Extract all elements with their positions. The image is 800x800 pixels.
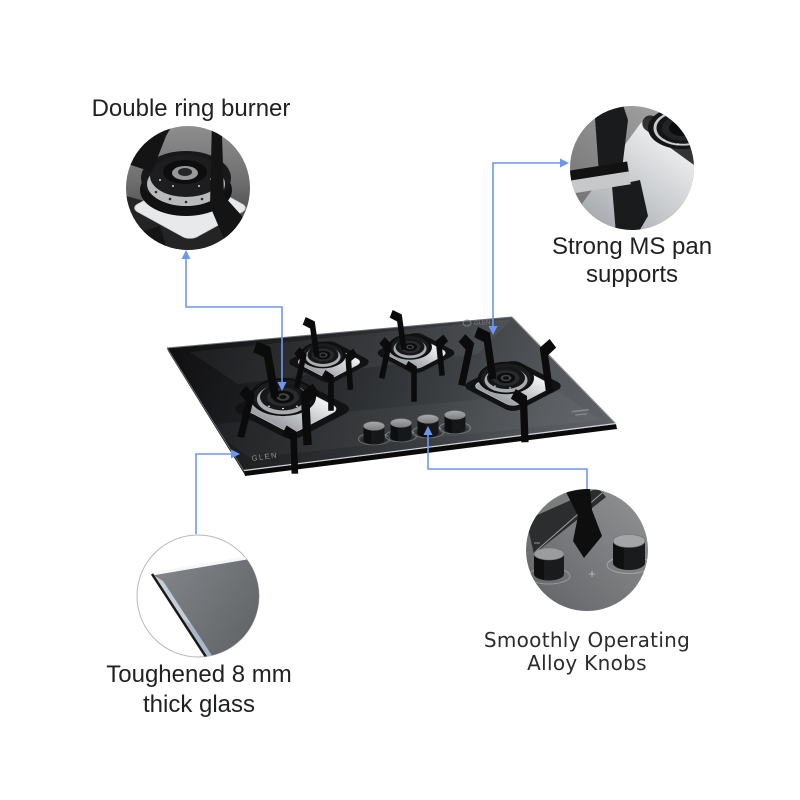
arrow-right-icon: [231, 449, 240, 459]
double-ring-burner-label-text: Double ring burner: [91, 95, 291, 122]
pan-supports-label-line2: supports: [585, 261, 679, 288]
pan-supports-label: Strong MS pan supports: [512, 233, 752, 289]
knob-1: [358, 421, 390, 446]
burner-small-left: [289, 316, 369, 411]
arrow-right-icon: [560, 158, 569, 168]
knob-4: [439, 410, 471, 435]
burner-closeup-inset: [126, 126, 250, 250]
knob-2: [385, 418, 417, 443]
arrow-up-icon: [181, 250, 191, 259]
pan-supports-small-left: [293, 316, 358, 411]
cooktop-photo: GLEN: [166, 309, 617, 476]
toughened-glass-label-line1: Toughened 8 mm: [106, 661, 292, 688]
connector-double-ring: [181, 250, 287, 391]
spec-stamp-mark: [571, 408, 589, 416]
toughened-glass-label: Toughened 8 mm thick glass: [79, 660, 319, 720]
pan-supports-right-burner: [458, 327, 557, 443]
arrow-down-icon: [488, 326, 498, 335]
alloy-knobs-label-line1: Smoothly Operating: [483, 628, 691, 652]
burner-small-center: [377, 309, 455, 402]
connector-alloy-knobs: [423, 426, 588, 489]
arrow-up-icon: [423, 426, 433, 435]
pan-supports-label-line1: Strong MS pan: [551, 233, 713, 260]
alloy-knobs-label: Smoothly Operating Alloy Knobs: [447, 629, 727, 675]
pan-supports-large-burner: [237, 341, 320, 474]
toughened-glass-label-line2: thick glass: [142, 691, 256, 718]
glass-edge-closeup-inset: [136, 534, 260, 658]
brand-watermark-text: GLEN: [474, 320, 491, 327]
arrow-down-icon: [277, 382, 287, 391]
brand-logo: GLEN: [251, 450, 278, 463]
connector-toughened-glass: [195, 449, 240, 534]
pan-supports-small-center: [378, 309, 449, 402]
callout-connectors: [181, 158, 588, 534]
double-ring-burner-label: Double ring burner: [60, 95, 322, 123]
pan-support-closeup-inset: [570, 106, 694, 230]
burner-right: [458, 327, 561, 443]
connector-pan-supports: [488, 158, 569, 335]
alloy-knobs-label-line2: Alloy Knobs: [527, 651, 647, 675]
brand-watermark: GLEN: [462, 319, 491, 327]
knobs-closeup-inset: [526, 489, 648, 611]
burner-large-double-ring: [235, 341, 349, 474]
control-knobs: [358, 410, 471, 446]
